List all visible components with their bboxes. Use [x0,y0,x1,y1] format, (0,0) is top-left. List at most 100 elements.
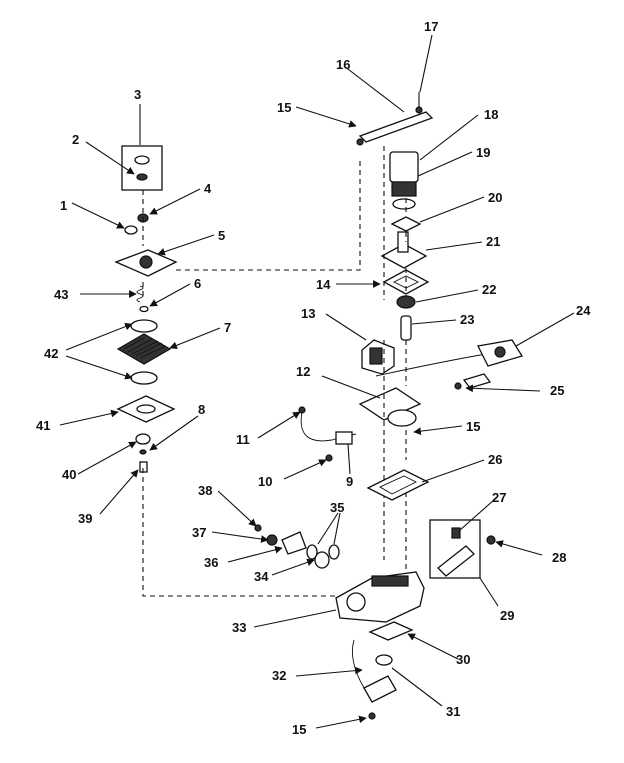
part-21-tube [397,231,409,253]
leader-29 [479,577,499,607]
leader-42a [65,322,133,351]
leader-23 [411,319,457,325]
callout-42: 42 [44,346,58,361]
part-9-terminal [335,431,353,445]
callout-15-mid: 15 [466,419,480,434]
leader-28 [495,540,543,556]
callout-4: 4 [204,181,212,196]
wire-to-24 [375,353,487,377]
leader-27 [459,499,495,531]
part-33-housing-top [371,575,409,587]
part-34-fitting [314,551,330,569]
part-32-tube [351,639,365,689]
part-42-gasket-upper [130,319,158,333]
part-33-housing-port [346,592,366,612]
callout-3: 3 [134,87,141,102]
part-15-screw-bottom [368,712,376,720]
leader-34 [271,558,315,576]
part-24-terminal [494,346,506,358]
part-30-gasket [368,621,414,641]
leader-lines [59,34,575,729]
callout-33: 33 [232,620,246,635]
part-21-plate [380,243,428,269]
leader-18 [419,114,479,161]
leader-40 [77,441,137,475]
part-25-screw [454,382,462,390]
callout-8: 8 [198,402,205,417]
leader-15-top [295,106,357,128]
part-37-cap [266,534,278,546]
part-1-cap [124,225,138,235]
leader-5 [157,234,215,256]
callout-12: 12 [296,364,310,379]
callout-6: 6 [194,276,201,291]
leader-41 [59,409,119,426]
callout-10: 10 [258,474,272,489]
callout-labels: 1 2 3 4 5 6 7 8 9 10 11 12 13 14 15 15 1… [36,19,591,737]
leader-35a [317,512,339,545]
callout-34: 34 [254,569,269,584]
part-35-oring-a [328,544,340,560]
leader-1 [71,202,125,229]
leader-24 [515,312,575,347]
callout-35: 35 [330,500,344,515]
callout-18: 18 [484,107,498,122]
leader-13 [325,313,367,341]
part-19-solenoid-base [392,198,416,210]
callout-36: 36 [204,555,218,570]
leader-8 [149,415,199,451]
part-35-oring-b [306,544,318,560]
leader-33 [253,609,337,628]
left-to-bracket-line [176,158,361,271]
leader-39 [99,469,139,515]
callout-27: 27 [492,490,506,505]
part-23-pin [400,315,412,341]
part-16-bracket [358,111,434,143]
callout-40: 40 [62,467,76,482]
part-42-gasket-lower [130,371,158,385]
callout-28: 28 [552,550,566,565]
part-29-cartridge [437,545,475,577]
leader-20 [419,196,485,223]
callout-9: 9 [346,474,353,489]
callout-11: 11 [236,432,250,447]
part-26-gasket [366,469,430,501]
leader-15-bottom [315,715,367,729]
callout-43: 43 [54,287,68,302]
callout-26: 26 [488,452,502,467]
callout-32: 32 [272,668,286,683]
leader-25 [465,384,541,393]
callout-38: 38 [198,483,212,498]
callout-22: 22 [482,282,496,297]
part-32-bracket [363,675,397,703]
right-upper-assembly [298,92,487,570]
leader-42b [65,355,133,380]
part-6-washer [139,305,149,313]
part-3-kit-box [121,145,163,191]
part-10-screw [325,454,333,462]
callout-13: 13 [301,306,315,321]
part-36-cover [281,531,307,555]
leader-26 [421,459,485,483]
part-17-screw-head [415,106,423,114]
part-2-cap [134,155,150,165]
leader-11 [257,411,301,439]
part-43-spring [136,285,144,303]
part-24-25-assembly [454,339,524,390]
callout-17: 17 [424,19,438,34]
left-centerline [142,190,335,597]
leader-22 [415,289,479,303]
leader-17 [419,34,433,93]
part-8-ring [139,449,147,455]
callout-29: 29 [500,608,514,623]
callout-16: 16 [336,57,350,72]
callout-37: 37 [192,525,206,540]
leader-10 [283,459,327,480]
part-15-screw-top [356,138,364,146]
callout-15-top: 15 [277,100,291,115]
part-7-screen-mesh [123,337,167,359]
leader-31 [391,667,443,707]
callout-5: 5 [218,228,225,243]
callout-2: 2 [72,132,79,147]
